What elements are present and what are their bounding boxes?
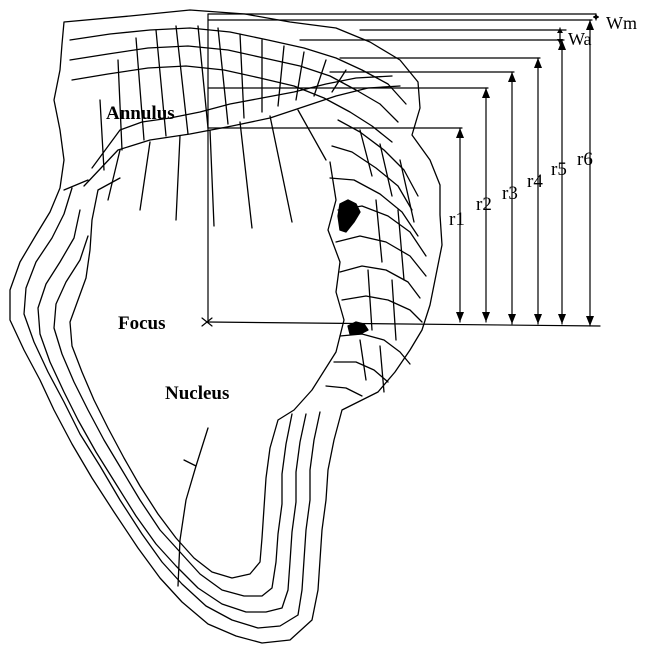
- nucleus-label: Nucleus: [165, 384, 229, 403]
- radius-label-r3: r3: [502, 184, 518, 203]
- radius-label-r5: r5: [551, 160, 567, 179]
- annulus-label: Annulus: [106, 104, 175, 123]
- focus-label: Focus: [118, 314, 166, 333]
- nucleus-boundary: [70, 162, 344, 578]
- radius-label-r2: r2: [476, 195, 492, 214]
- radius-label-r4: r4: [527, 172, 543, 191]
- wm-label: Wm: [606, 14, 637, 32]
- radius-label-r1: r1: [449, 210, 465, 229]
- scale-ring-3: [54, 236, 292, 596]
- scale-ring-2: [38, 210, 306, 612]
- wa-label: Wa: [568, 30, 592, 48]
- radius-label-r6: r6: [577, 150, 593, 169]
- dark-spot-upper: [338, 200, 360, 232]
